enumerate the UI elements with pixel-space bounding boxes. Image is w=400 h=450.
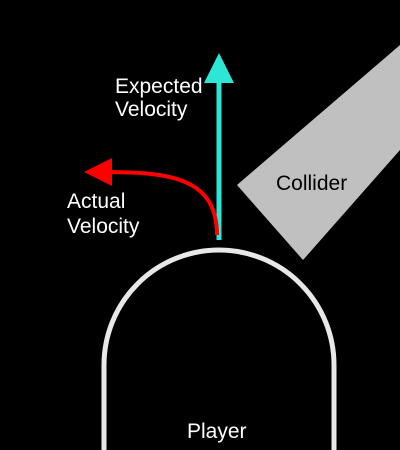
player-capsule [101,247,337,450]
actual-velocity-arrow [84,158,219,236]
collider-label: Collider [276,172,347,195]
actual-velocity-label-line2: Velocity [67,215,140,238]
actual-velocity-label-line1: Actual [67,190,125,213]
expected-velocity-label-line1: Expected [115,75,203,98]
collider-shape [237,45,400,260]
expected-velocity-label-line2: Velocity [115,98,188,121]
player-label: Player [187,420,247,443]
